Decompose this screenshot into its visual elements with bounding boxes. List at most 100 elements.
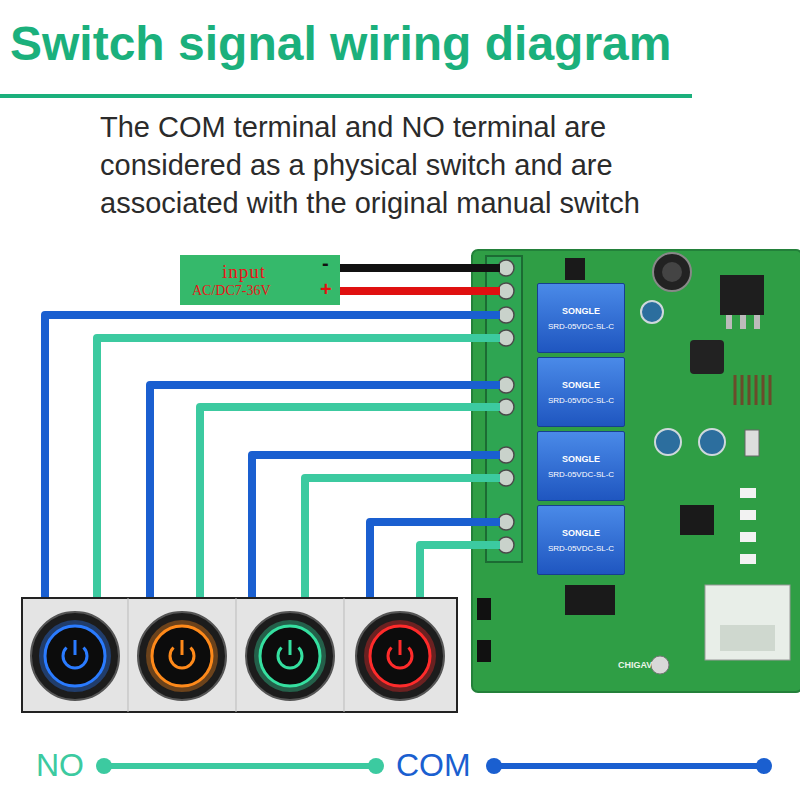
null	[762, 375, 765, 405]
terminal-screws	[498, 470, 514, 486]
push-button-blue	[42, 623, 108, 689]
push-button-orange	[152, 626, 212, 686]
polarity-sign: -	[322, 252, 329, 274]
input-label-box: inputAC/DC7-36V	[180, 255, 340, 305]
push-button-orange	[149, 623, 215, 689]
switch-wires	[150, 385, 500, 602]
terminal-screws	[498, 514, 514, 530]
board-components	[690, 340, 724, 374]
relay-box: SONGLE SRD-05VDC-SL-C	[537, 357, 625, 427]
terminal-screws	[498, 260, 514, 553]
terminal-screws	[498, 283, 514, 299]
relay-box: SONGLE SRD-05VDC-SL-C	[537, 431, 625, 501]
board-components	[565, 258, 585, 280]
switch-wires	[252, 455, 500, 602]
legend-com-line	[494, 763, 764, 769]
node-text: SRD-05VDC-SL-C	[548, 469, 614, 480]
legend-text: COM	[396, 746, 471, 784]
legend-no-line	[96, 758, 112, 774]
node-heading: input	[192, 261, 266, 282]
board-components	[477, 253, 790, 674]
power-wires	[338, 287, 500, 295]
node-text: SRD-05VDC-SL-C	[548, 321, 614, 332]
push-button-green	[246, 612, 334, 700]
board-components	[740, 315, 746, 329]
node-text: SRD-05VDC-SL-C	[548, 543, 614, 554]
board-components	[726, 315, 732, 329]
board-components	[720, 625, 775, 651]
diagram-title: Switch signal wiring diagram	[10, 14, 671, 74]
null	[748, 375, 751, 405]
relay-box: SONGLE SRD-05VDC-SL-C	[537, 283, 625, 353]
legend-no-line	[104, 763, 376, 769]
title-underline	[0, 94, 692, 98]
board-marking: CHIGAV	[618, 660, 652, 671]
power-wires	[338, 268, 500, 291]
push-button-red	[356, 612, 444, 700]
null	[741, 375, 744, 405]
null	[735, 375, 770, 405]
board-components	[565, 585, 615, 615]
push-button-blue	[74, 640, 77, 655]
terminal-screws	[498, 307, 514, 323]
switch-wires	[45, 315, 500, 602]
board-components	[740, 510, 756, 520]
board-components	[655, 429, 681, 455]
node-heading: SONGLE	[562, 453, 600, 465]
push-button-orange	[138, 612, 226, 700]
board-components	[651, 656, 669, 674]
board-components	[662, 262, 682, 282]
null	[755, 375, 758, 405]
pcb-board	[472, 250, 800, 692]
board-components	[754, 315, 760, 329]
node-text: SRD-05VDC-SL-C	[548, 395, 614, 406]
board-components	[477, 640, 491, 662]
title-underline	[0, 94, 692, 98]
switch-wires	[420, 545, 500, 602]
push-button-green	[289, 640, 292, 655]
button-panel	[128, 598, 129, 712]
board-components	[740, 532, 756, 542]
board-components	[699, 429, 725, 455]
button-panel	[236, 598, 237, 712]
legend-no-line	[96, 758, 384, 774]
legend-com-line	[486, 758, 502, 774]
terminal-screws	[498, 399, 514, 415]
push-button-red	[370, 626, 430, 686]
push-button-orange	[138, 612, 226, 700]
null	[769, 375, 772, 405]
node-heading: SONGLE	[562, 527, 600, 539]
push-button-green	[260, 626, 320, 686]
terminal-screws	[498, 537, 514, 553]
legend-no-line	[368, 758, 384, 774]
switch-wires	[305, 478, 500, 602]
node-heading: SONGLE	[562, 305, 600, 317]
null	[734, 375, 737, 405]
node-heading: SONGLE	[562, 379, 600, 391]
legend-com-line	[486, 758, 772, 774]
button-panel	[344, 598, 345, 712]
board-components	[705, 585, 790, 660]
push-button-red	[367, 623, 433, 689]
board-components	[641, 301, 663, 323]
board-components	[680, 505, 714, 535]
switch-wires	[97, 338, 500, 602]
push-button-blue	[31, 612, 119, 700]
board-components	[740, 488, 756, 498]
board-components	[745, 430, 759, 456]
push-button-red	[399, 640, 402, 655]
power-wires	[338, 264, 500, 272]
terminal-screws	[498, 377, 514, 393]
legend-text: NO	[36, 746, 84, 784]
push-button-orange	[181, 640, 184, 655]
switch-wires	[370, 522, 500, 602]
push-button-blue	[31, 612, 119, 700]
board-components	[740, 554, 756, 564]
button-panel	[22, 598, 457, 712]
terminal-screws	[498, 330, 514, 346]
switch-wires	[200, 407, 500, 602]
push-button-green	[257, 623, 323, 689]
board-components	[653, 253, 691, 291]
terminal-screws	[498, 260, 514, 276]
